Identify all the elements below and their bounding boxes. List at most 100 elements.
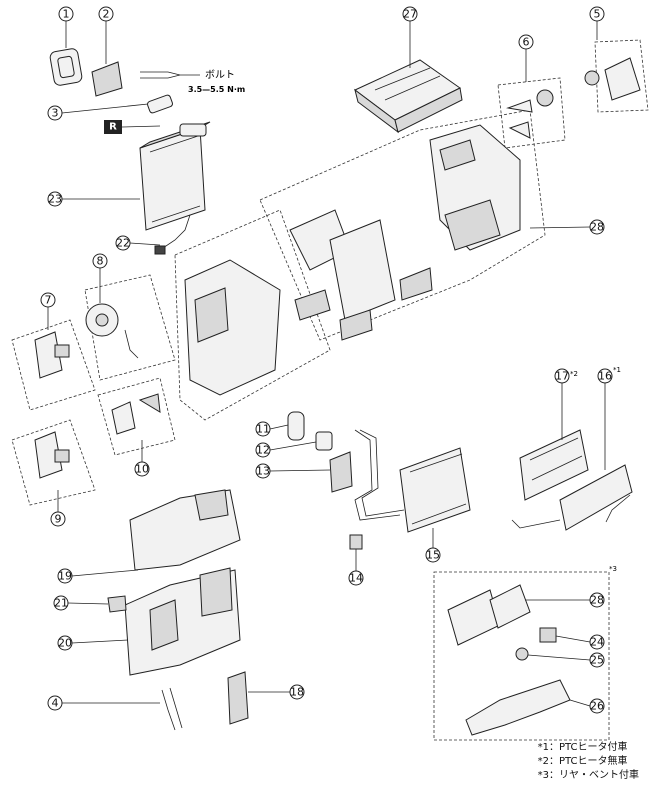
part-motor-7: [34, 331, 70, 379]
part-gasket-1: [49, 48, 83, 86]
callout-4: 4: [47, 695, 63, 711]
svg-text:R: R: [109, 122, 117, 133]
part-duct-4: [161, 687, 183, 731]
part-blower-case-28: [429, 124, 521, 251]
svg-text:22: 22: [116, 237, 130, 250]
svg-text:12: 12: [256, 444, 270, 457]
callout-22: 22: [115, 235, 131, 251]
svg-text:10: 10: [135, 463, 149, 476]
part-case-20: [124, 567, 241, 676]
part-gasket-11: [287, 411, 305, 441]
callout-24: 24: [589, 634, 605, 650]
superscript-3: *3: [609, 565, 617, 573]
svg-text:4: 4: [52, 697, 59, 710]
callout-11: 11: [255, 421, 271, 437]
part-pipes-15: [354, 429, 405, 521]
callout-28-upper: 28: [589, 219, 605, 235]
callout-2: 2: [98, 6, 114, 22]
callout-19: 19: [57, 568, 73, 584]
bolt-label: ボルト: [205, 69, 235, 81]
part-clip-3: [147, 94, 173, 114]
callout-1: 1: [58, 6, 74, 22]
svg-text:7: 7: [45, 294, 52, 307]
callout-25: 25: [589, 652, 605, 668]
superscript-2: *2: [570, 370, 578, 378]
part-motor-9: [34, 431, 70, 479]
svg-text:28: 28: [590, 594, 604, 607]
part-heater-core-15: [399, 447, 471, 533]
svg-text:16: 16: [598, 370, 612, 383]
svg-text:2: 2: [103, 8, 110, 21]
svg-text:13: 13: [256, 465, 270, 478]
callout-23: 23: [47, 191, 63, 207]
callout-28-rear: 28: [589, 592, 605, 608]
part-actuator-6: [506, 89, 554, 139]
part-bracket-21: [107, 595, 127, 613]
callout-14: 14: [348, 570, 364, 586]
svg-text:27: 27: [403, 8, 417, 21]
callout-10: 10: [134, 461, 150, 477]
callout-20: 20: [57, 635, 73, 651]
part-evaporator-23: [139, 121, 211, 231]
svg-text:14: 14: [349, 572, 363, 585]
footnote-legend: *1：PTCヒータ付車 *2：PTCヒータ無車 *3：リヤ・ベント付車: [538, 741, 639, 783]
callout-26: 26: [589, 698, 605, 714]
part-filter-27: [354, 59, 463, 134]
part-actuator-5: [584, 57, 641, 101]
svg-text:18: 18: [290, 686, 304, 699]
part-seal-2: [91, 61, 123, 97]
svg-text:1: 1: [63, 8, 70, 21]
callout-7: 7: [40, 292, 56, 308]
part-plate-12: [315, 431, 333, 451]
part-bolt: [140, 71, 200, 79]
svg-text:6: 6: [523, 36, 530, 49]
svg-text:11: 11: [256, 423, 270, 436]
part-ptc-heater-16: [511, 464, 633, 531]
callout-13: 13: [255, 463, 271, 479]
callout-3: 3: [47, 105, 63, 121]
part-rear-duct-28: [447, 584, 531, 646]
svg-text:15: 15: [426, 549, 440, 562]
callout-12: 12: [255, 442, 271, 458]
callout-9: 9: [50, 511, 66, 527]
svg-text:8: 8: [97, 255, 104, 268]
svg-text:28: 28: [590, 221, 604, 234]
part-rear-actuator-24: [539, 627, 557, 643]
callout-27: 27: [402, 6, 418, 22]
part-blower-fan-8: [85, 303, 139, 359]
part-sensor-22: [154, 214, 191, 255]
svg-text:26: 26: [590, 700, 604, 713]
callout-5: 5: [589, 6, 605, 22]
callout-21: 21: [53, 595, 69, 611]
callout-6: 6: [518, 34, 534, 50]
footnote-3: *3：リヤ・ベント付車: [537, 770, 639, 781]
callout-18: 18: [289, 684, 305, 700]
part-clip-14: [349, 534, 363, 550]
superscript-1: *1: [613, 366, 621, 374]
svg-text:19: 19: [58, 570, 72, 583]
leader-lines: [47, 21, 606, 707]
svg-text:24: 24: [590, 636, 604, 649]
svg-text:17: 17: [555, 370, 569, 383]
callout-17: 17: [554, 368, 570, 384]
svg-text:3: 3: [52, 107, 59, 120]
callout-8: 8: [92, 253, 108, 269]
part-rear-case-26: [465, 679, 571, 736]
part-heater-17: [519, 429, 589, 501]
r-badge: R: [104, 120, 122, 134]
bolt-torque: 3.5—5.5 N·m: [188, 85, 245, 94]
callout-15: 15: [425, 547, 441, 563]
part-rear-gear-25: [515, 647, 529, 661]
svg-text:25: 25: [590, 654, 604, 667]
svg-text:23: 23: [48, 193, 62, 206]
part-lower-case-19: [129, 489, 241, 571]
svg-text:21: 21: [54, 597, 68, 610]
footnote-2: *2：PTCヒータ無車: [537, 756, 628, 767]
group-outlines: [11, 39, 649, 741]
part-link-10: [111, 393, 161, 435]
part-module-18: [227, 671, 249, 725]
part-heater-case-main: [184, 209, 433, 396]
svg-text:5: 5: [594, 8, 601, 21]
footnote-1: *1：PTCヒータ付車: [537, 742, 628, 753]
